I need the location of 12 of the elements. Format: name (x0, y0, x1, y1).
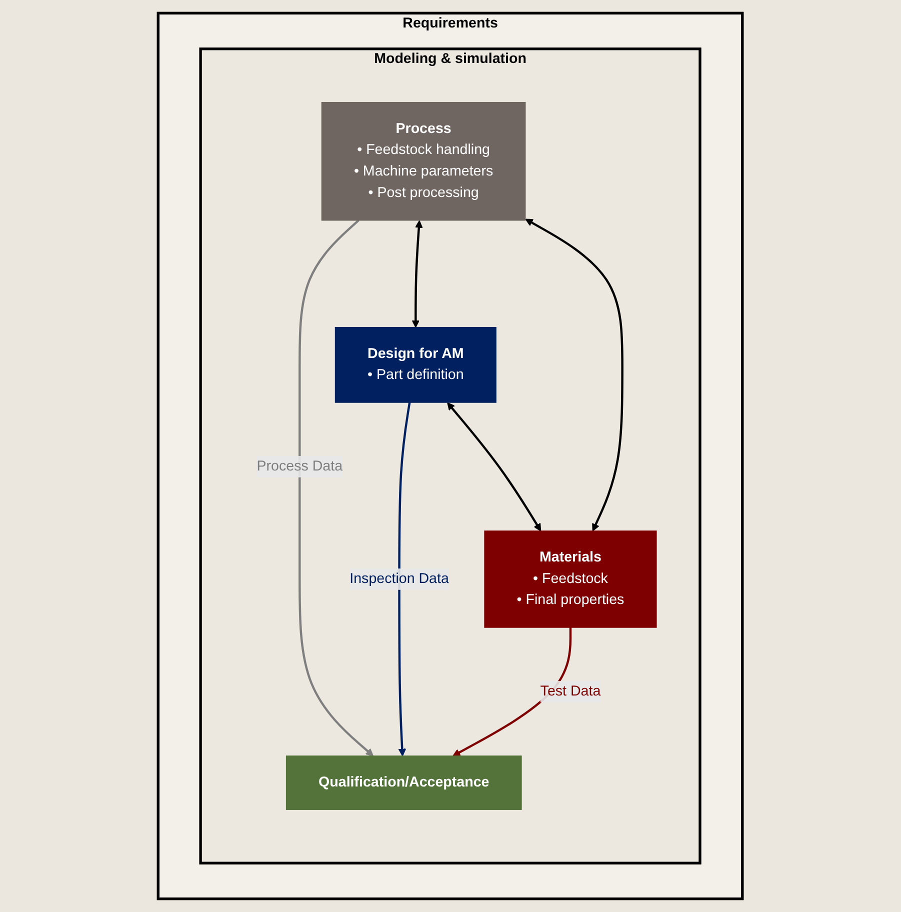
arrow (412, 220, 424, 328)
arrow (398, 402, 411, 756)
arrow (525, 218, 624, 532)
arrow (447, 402, 542, 532)
edge-label: Test Data (540, 684, 601, 699)
arrow (298, 219, 374, 756)
edge-label: Process Data (256, 458, 343, 474)
edge-label: Inspection Data (350, 571, 450, 586)
node-box: Qualification/Acceptance (286, 756, 522, 810)
node-box: Materials • Feedstock • Final properties (484, 530, 657, 628)
node-box: Process • Feedstock handling • Machine parameters • Post processing (322, 102, 526, 221)
node-box: Design for AM • Part definition (335, 326, 497, 403)
